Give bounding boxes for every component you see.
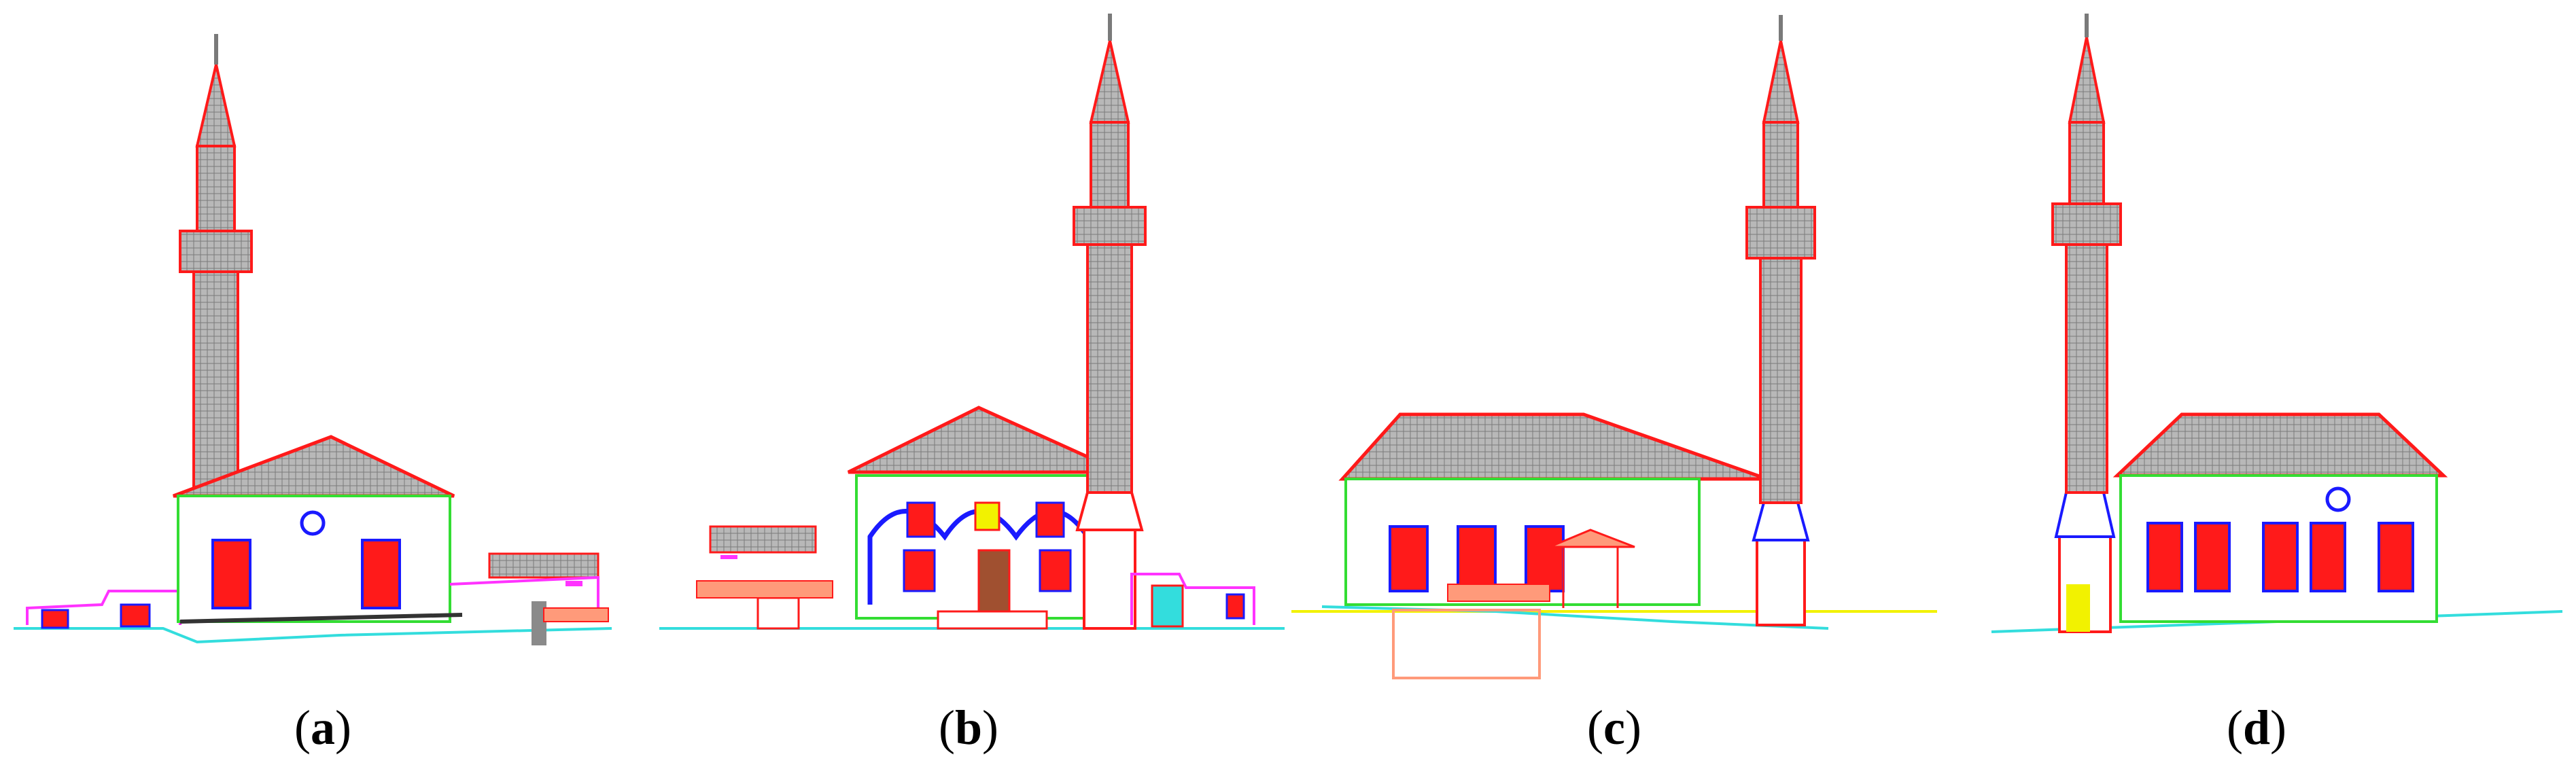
window [1525,525,1565,592]
kiosk-rail [696,580,833,599]
panel-a: (a) [0,0,646,767]
foundation-cistern [1392,609,1541,679]
minaret-spire [195,64,237,147]
oculus-window [2325,486,2351,512]
minaret-upper [1090,121,1130,209]
window [906,501,936,538]
minaret-spire [1762,40,1800,124]
caption-b: (b) [938,700,998,755]
minaret-base [1083,529,1136,630]
kiosk-roof [709,525,817,554]
roof [847,406,1123,474]
minaret-balcony [2051,202,2122,246]
panel-b: (b) [646,0,1291,767]
minaret-balcony [1745,206,1816,260]
window [361,539,401,609]
minaret-shaft [1759,257,1803,504]
elevation-drawing-d [1991,14,2563,633]
window [1457,525,1497,592]
panel-d: (d) [1937,0,2576,767]
minaret-spire [2068,37,2106,124]
minaret-transition [1752,501,1810,541]
minaret-upper [1762,121,1799,209]
fountain-roof [488,552,599,579]
minaret-upper [196,145,236,232]
minaret-transition [2054,491,2116,538]
window [211,539,251,609]
minaret-shaft [2065,243,2108,494]
panel-c: (c) [1291,0,1937,767]
fountain-canopy [1549,529,1635,548]
window [2378,522,2414,592]
window [2146,522,2183,592]
roof [2112,412,2448,478]
fountain-rail [543,607,609,622]
window [2310,522,2346,592]
minaret-balcony [179,230,253,273]
annex-window [1225,593,1245,620]
kiosk-mark [720,555,737,559]
caption-a: (a) [294,700,351,755]
minaret-spire [1089,40,1130,124]
fountain-rail [1447,584,1550,602]
kiosk-steps [756,596,800,630]
window [1389,525,1429,592]
elevation-drawing-b [659,14,1285,630]
caption-d: (d) [2226,700,2286,755]
annex-outline [1130,573,1255,625]
entrance-steps [937,610,1048,630]
window [2262,522,2299,592]
window [1035,501,1065,538]
minaret-base-fill [2066,584,2090,632]
window [2194,522,2231,592]
elevation-drawing-c [1291,15,1937,679]
annex-door [120,603,151,628]
caption-c: (c) [1587,700,1641,755]
fountain-pillar [532,601,546,645]
window [1039,549,1072,592]
minaret-transition [1075,491,1144,531]
minaret-upper [2068,121,2105,205]
plinth [179,613,463,624]
fountain-mark [565,581,582,586]
oculus-window [300,510,326,536]
fountain-wall [449,575,599,618]
annex-door [41,609,69,629]
inscription-panel [974,501,1000,531]
annex-door [1151,584,1184,628]
elevation-drawing-a [14,34,612,645]
window [903,549,936,592]
roof [1338,412,1768,481]
minaret-shaft [1086,243,1133,494]
minaret-balcony [1073,206,1147,246]
door [977,549,1011,613]
minaret-base [1756,539,1806,626]
ground-line [14,627,612,644]
minaret-shaft [192,270,239,490]
